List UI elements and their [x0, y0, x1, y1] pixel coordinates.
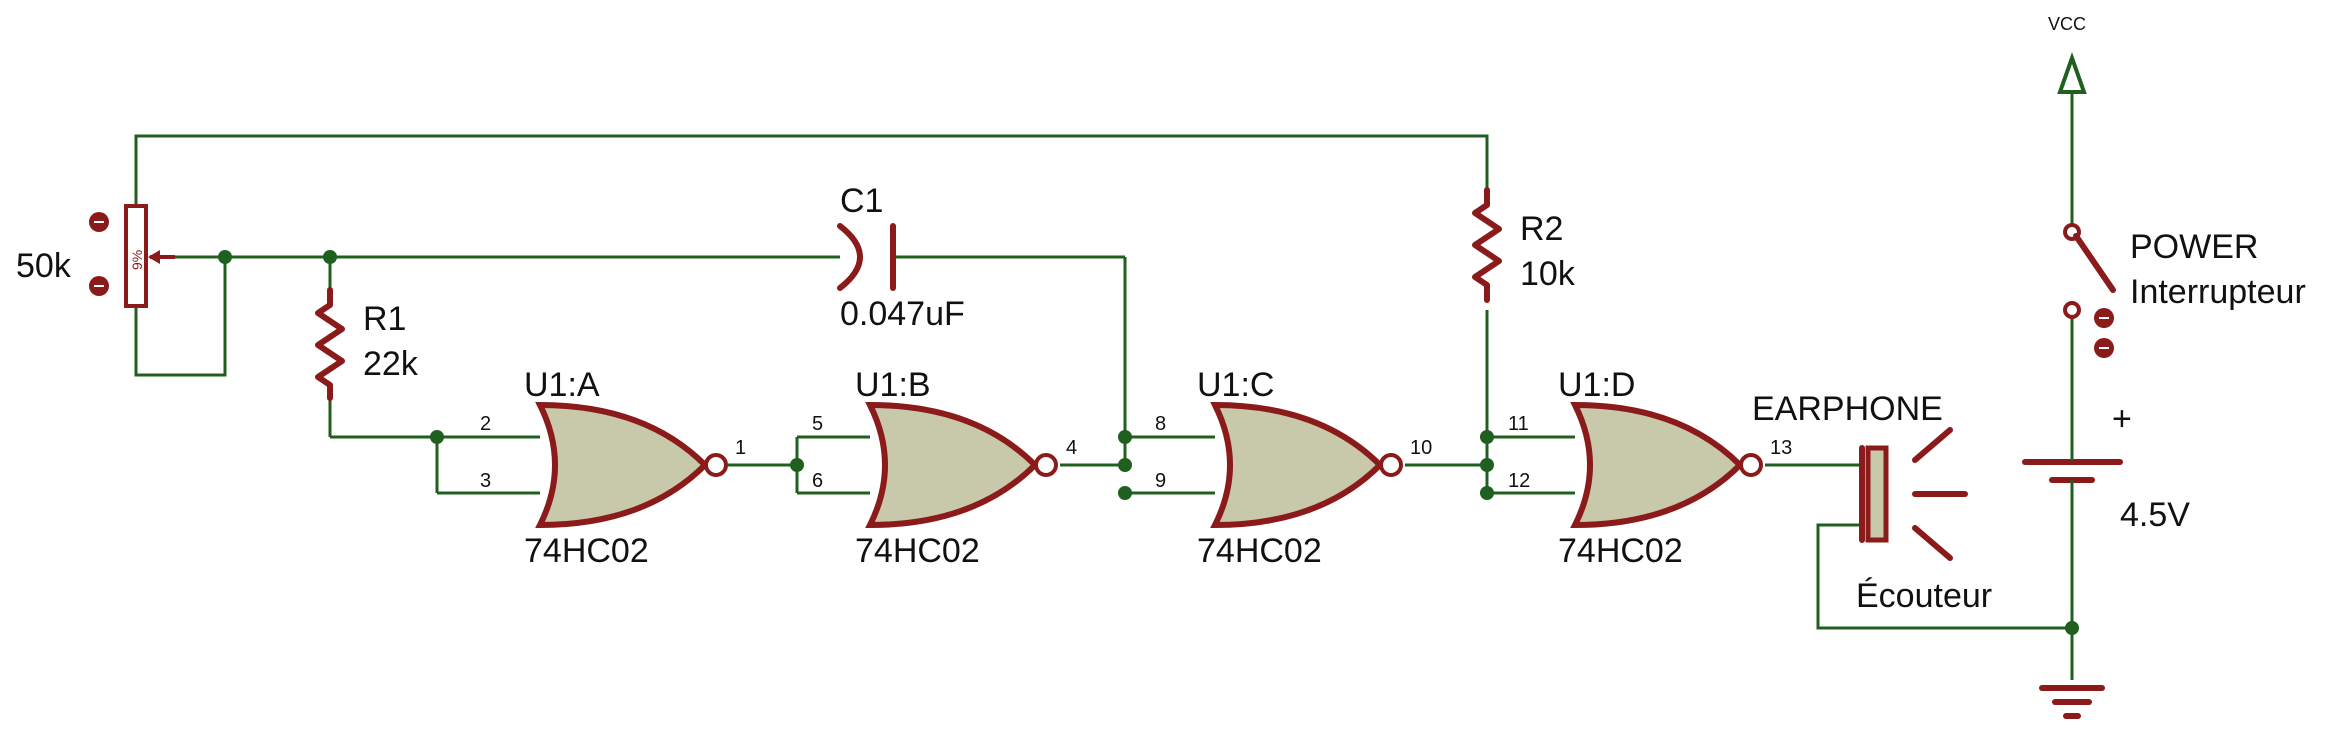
c1-value: 0.047uF	[840, 295, 965, 333]
battery-value: 4.5V	[2120, 496, 2190, 534]
u1c-part: 74HC02	[1197, 532, 1322, 570]
c1-ref: C1	[840, 182, 883, 220]
u1a-pin-out: 1	[735, 437, 746, 459]
r2-ref: R2	[1520, 210, 1563, 248]
r1-value: 22k	[363, 345, 419, 383]
u1b-part: 74HC02	[855, 532, 980, 570]
u1a-pin-in1: 2	[480, 413, 491, 435]
u1a-pin-in2: 3	[480, 470, 491, 492]
power-switch[interactable]	[2063, 223, 2116, 358]
ground-icon	[2039, 685, 2105, 719]
battery-polarity: +	[2112, 400, 2132, 438]
resistor-r2[interactable]	[1472, 187, 1502, 303]
vcc-terminal-icon	[2057, 51, 2087, 94]
pot-percent: 9%	[129, 250, 145, 270]
earphone-desc: Écouteur	[1856, 577, 1992, 615]
earphone-ref: EARPHONE	[1752, 390, 1943, 428]
u1a-part: 74HC02	[524, 532, 649, 570]
capacitor-c1[interactable]	[837, 223, 896, 291]
junction-dots	[218, 250, 2079, 635]
battery[interactable]	[2022, 448, 2123, 492]
u1c-ref: U1:C	[1197, 366, 1274, 404]
u1d-pin-in2: 12	[1508, 470, 1530, 492]
nor-gate-u1d[interactable]	[1570, 401, 1763, 529]
switch-desc: Interrupteur	[2130, 273, 2306, 311]
earphone[interactable]	[1859, 427, 1968, 561]
u1b-pin-out: 4	[1066, 437, 1077, 459]
u1b-pin-in1: 5	[812, 413, 823, 435]
switch-ref: POWER	[2130, 228, 2258, 266]
u1a-ref: U1:A	[524, 366, 600, 404]
u1d-part: 74HC02	[1558, 532, 1683, 570]
wires	[134, 92, 2074, 680]
u1d-pin-out: 13	[1770, 437, 1792, 459]
u1b-pin-in2: 6	[812, 470, 823, 492]
pot-value-label: 50k	[16, 247, 72, 285]
u1b-ref: U1:B	[855, 366, 931, 404]
u1c-pin-in1: 8	[1155, 413, 1166, 435]
r2-value: 10k	[1520, 255, 1576, 293]
resistor-r1[interactable]	[315, 287, 345, 401]
u1d-ref: U1:D	[1558, 366, 1635, 404]
nor-gate-u1b[interactable]	[865, 401, 1058, 529]
potentiometer[interactable]: 9%	[89, 204, 175, 308]
u1d-pin-in1: 11	[1508, 413, 1529, 435]
nor-gate-u1a[interactable]	[535, 401, 728, 529]
u1c-pin-out: 10	[1410, 437, 1432, 459]
nor-gate-u1c[interactable]	[1210, 401, 1403, 529]
vcc-label: VCC	[2048, 14, 2086, 34]
r1-ref: R1	[363, 300, 406, 338]
u1c-pin-in2: 9	[1155, 470, 1166, 492]
